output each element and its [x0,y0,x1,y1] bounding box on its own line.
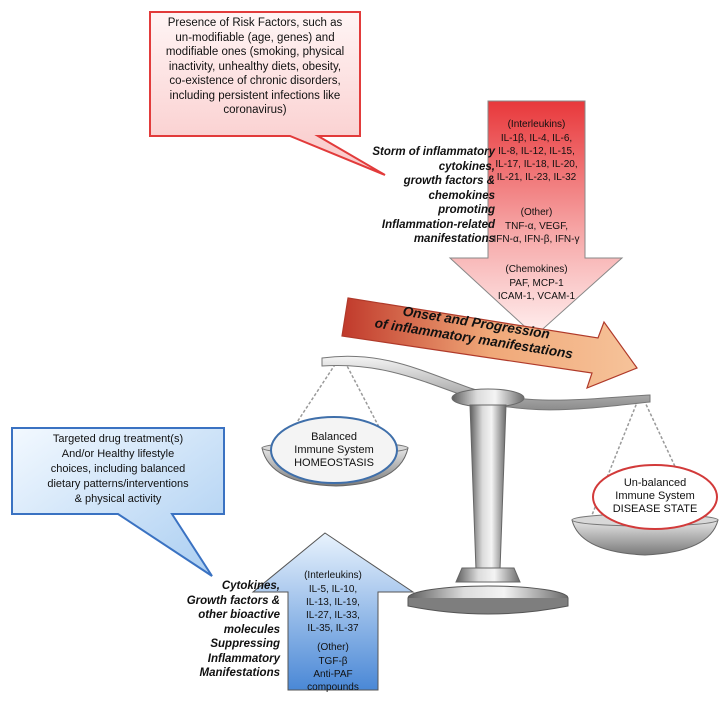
blue-arrow-interleukins-list: IL-5, IL-10, IL-13, IL-19, IL-27, IL-33,… [306,584,360,634]
blue-arrow-other-header: (Other) [317,642,349,653]
risk-factors-text: Presence of Risk Factors, such as un-mod… [165,17,345,116]
risk-factors-callout [149,11,386,176]
anti-inflammatory-arrow [251,532,415,691]
unbalanced-immune-ellipse [592,464,718,530]
storm-caption: Storm of inflammatory cytokines, growth … [372,146,495,245]
treatment-callout [11,427,225,577]
red-arrow-chemokines-header: (Chemokines) [505,264,568,275]
red-arrow-interleukins-header: (Interleukins) [507,119,566,130]
pro-inflammatory-arrow [448,100,624,337]
suppress-caption: Cytokines, Growth factors & other bioact… [186,580,280,679]
red-arrow-interleukins-list: IL-1β, IL-4, IL-6, IL-8, IL-12, IL-15, I… [495,133,578,183]
blue-arrow-other-list: TGF-β Anti-PAF compounds [307,656,359,693]
balanced-immune-label: Balanced Immune System HOMEOSTASIS [294,431,374,469]
red-arrow-other-list: TNF-α, VEGF, IFN-α, IFN-β, IFN-γ [493,221,580,245]
unbalanced-immune-label: Un-balanced Immune System DISEASE STATE [612,477,698,515]
onset-progression-arrow [341,297,638,390]
balanced-immune-ellipse [270,416,398,484]
treatment-text: Targeted drug treatment(s) And/or Health… [47,433,189,505]
red-arrow-other-header: (Other) [520,207,553,218]
blue-arrow-interleukins-header: (Interleukins) [304,570,362,581]
red-arrow-chemokines-list: PAF, MCP-1 ICAM-1, VCAM-1 [497,278,576,302]
